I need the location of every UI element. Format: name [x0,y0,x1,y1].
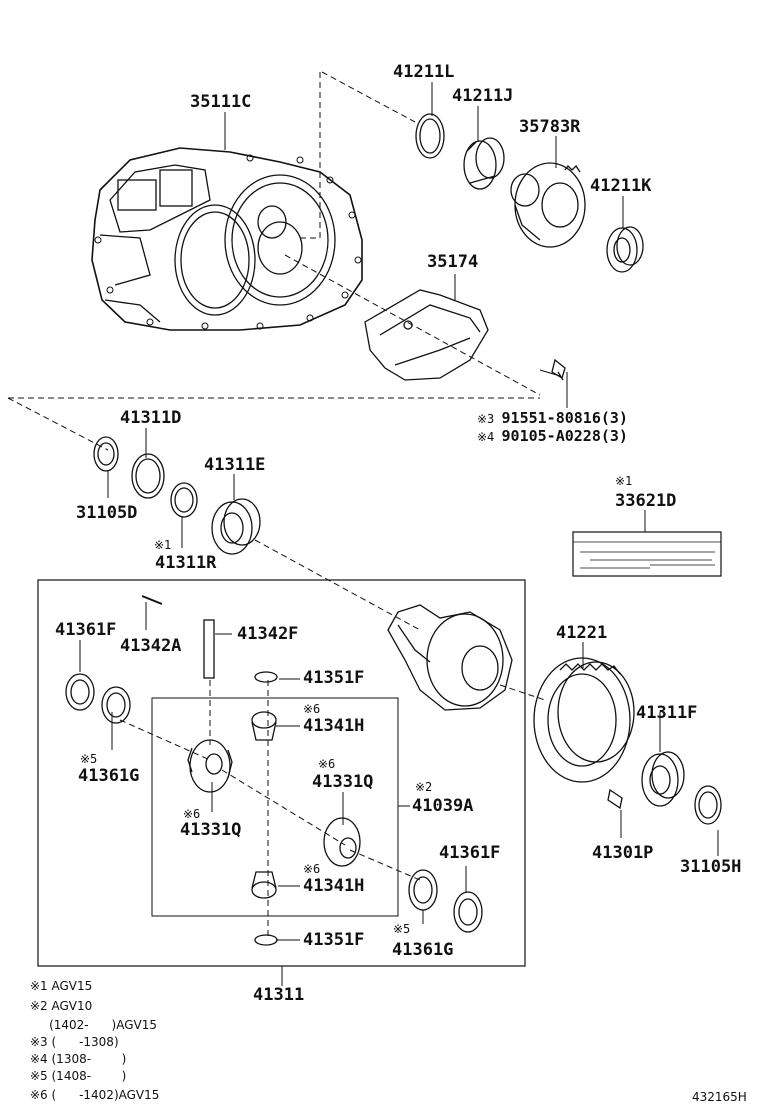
bolt-part-1[interactable]: 91551-80816(3) [501,409,628,427]
label-41221[interactable]: 41221 [556,623,608,643]
label-41351f-bottom[interactable]: 41351F [303,930,365,950]
label-41311r[interactable]: 41311R [155,553,217,573]
label-41211l[interactable]: 41211L [393,62,455,82]
washer-41351f-bottom-drawing [254,934,278,946]
dashed-assembly-lines [7,71,546,940]
marker-4: ※4 [477,430,495,444]
marker-6-41341h-bottom: ※6 [303,862,321,876]
label-41342f[interactable]: 41342F [237,624,299,644]
diagram-reference-code: 432165H [692,1090,747,1104]
bolt-part-2[interactable]: 90105-A0228(3) [501,427,628,445]
label-31105d[interactable]: 31105D [76,503,138,523]
footnote-1: ※1 AGV15 [30,979,93,993]
label-41211k[interactable]: 41211K [590,176,652,196]
label-41311d[interactable]: 41311D [120,408,182,428]
seal-31105d-drawing [93,436,119,472]
washer-41361g-left-drawing [101,686,131,724]
label-31105h[interactable]: 31105H [680,857,742,877]
marker-1-41311r: ※1 [154,538,172,552]
cover-35174-drawing [364,289,489,381]
label-35174[interactable]: 35174 [427,252,479,272]
footnote-2: ※2 AGV10 [30,999,93,1013]
label-33621d[interactable]: 33621D [615,491,677,511]
bearing-41211k-drawing [606,226,644,273]
marker-6-41331q-left: ※6 [183,807,201,821]
diff-case-drawing [387,604,513,711]
label-41361g-left[interactable]: 41361G [78,766,140,786]
bolt-41301p-drawing [607,788,623,810]
bearing-41311e-drawing [211,498,261,555]
label-41331q-left[interactable]: 41331Q [180,820,242,840]
marker-2-41039a: ※2 [415,780,433,794]
marker-6-41341h-top: ※6 [303,702,321,716]
marker-5-41361g-left: ※5 [80,752,98,766]
shim-41311d-drawing [131,453,165,499]
label-35783r[interactable]: 35783R [519,117,581,137]
marker-3: ※3 [477,412,495,426]
label-41361f-left[interactable]: 41361F [55,620,117,640]
gear-35783r-drawing [510,162,586,248]
label-41341h-bottom[interactable]: 41341H [303,876,365,896]
washer-41351f-top-drawing [254,671,278,683]
bolt-note-1: ※3 91551-80816(3) [477,409,628,427]
race-41311r-drawing [170,482,198,518]
label-41361f-right[interactable]: 41361F [439,843,501,863]
side-gear-41331q-right-drawing [323,817,361,867]
shaft-41342f-drawing [203,619,215,679]
pinion-kit-box [151,697,399,917]
shim-41211l-drawing [415,113,445,159]
footnote-5: ※4 (1308- ) [30,1052,127,1066]
footnote-4: ※3 ( -1308) [30,1035,119,1049]
label-41331q-right[interactable]: 41331Q [312,772,374,792]
label-41342a[interactable]: 41342A [120,636,182,656]
label-41039a[interactable]: 41039A [412,796,474,816]
pin-41342a-drawing [141,595,163,605]
pinion-41341h-top-drawing [251,711,277,741]
marker-5-41361g-right: ※5 [393,922,411,936]
bolt-drawing [551,358,566,381]
diff-assembly-box [37,579,526,967]
bolt-note-2: ※4 90105-A0228(3) [477,427,628,445]
label-41311e[interactable]: 41311E [204,455,266,475]
label-41311f[interactable]: 41311F [636,703,698,723]
label-41341h-top[interactable]: 41341H [303,716,365,736]
side-gear-41331q-left-drawing [187,739,233,793]
marker-1-33621d: ※1 [615,474,633,488]
label-41351f-top[interactable]: 41351F [303,668,365,688]
footnote-6: ※5 (1408- ) [30,1069,127,1083]
washer-41361f-left-drawing [65,673,95,711]
label-41361g-right[interactable]: 41361G [392,940,454,960]
footnote-3: (1402- )AGV15 [30,1018,157,1032]
washer-41361g-right-drawing [408,869,438,911]
transaxle-housing-drawing [91,147,363,331]
pinion-41341h-bottom-drawing [251,871,277,899]
label-35111c[interactable]: 35111C [190,92,252,112]
seal-31105h-drawing [694,785,722,825]
footnote-7: ※6 ( -1402)AGV15 [30,1088,160,1102]
label-41211j[interactable]: 41211J [452,86,514,106]
marker-6-41331q-right: ※6 [318,757,336,771]
bearing-41311f-drawing [641,751,685,807]
caution-label-drawing [572,531,722,577]
ring-gear-drawing [533,657,635,783]
washer-41361f-right-drawing [453,891,483,933]
label-41301p[interactable]: 41301P [592,843,654,863]
bearing-41211j-drawing [463,137,505,190]
label-41311[interactable]: 41311 [253,985,305,1005]
